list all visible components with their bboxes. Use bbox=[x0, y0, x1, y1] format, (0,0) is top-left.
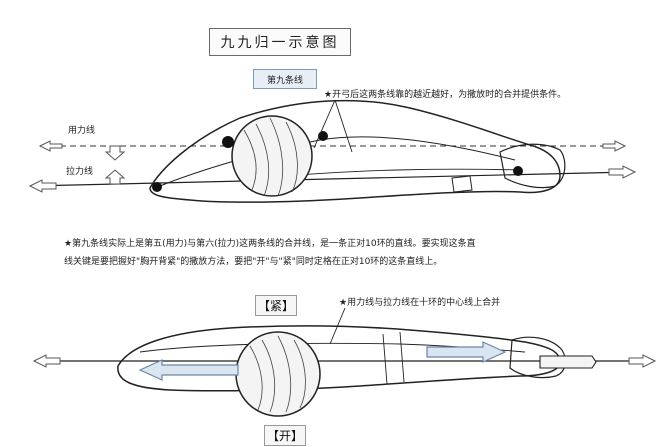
head-bottom bbox=[235, 331, 321, 417]
blue-arrow-left bbox=[138, 359, 239, 381]
hand-sketch bbox=[499, 143, 566, 189]
up-arrow-icon bbox=[104, 169, 126, 185]
dot-left bbox=[152, 182, 162, 192]
ninth-line-label: 第九条线 bbox=[253, 69, 317, 89]
pull-line bbox=[29, 171, 631, 187]
pointer-line-1 bbox=[334, 99, 353, 153]
bottom-right-arrow bbox=[628, 354, 657, 368]
right-arrow-lower bbox=[608, 165, 637, 179]
open-label: 【开】 bbox=[258, 424, 312, 446]
lower-arm-line bbox=[299, 168, 521, 176]
bottom-left-arrow bbox=[32, 354, 61, 368]
diagram-title: 九九归一示意图 bbox=[209, 28, 351, 56]
left-arrow-upper bbox=[38, 140, 63, 152]
dot-mid-1 bbox=[222, 136, 234, 148]
head-top bbox=[231, 115, 313, 197]
down-arrow-icon bbox=[104, 145, 126, 161]
bottom-pointer-line bbox=[329, 307, 346, 345]
open-label-text: 【开】 bbox=[263, 424, 306, 446]
dot-right bbox=[513, 166, 523, 176]
bottom-annotation: ★用力线与拉力线在十环的中心线上合并 bbox=[339, 298, 501, 308]
bottom-arm-outline bbox=[117, 325, 561, 392]
force-line-label: 用力线 bbox=[68, 126, 96, 136]
pointer-line-2 bbox=[313, 99, 336, 149]
right-arrow-upper bbox=[602, 140, 627, 152]
tight-label-text: 【紧】 bbox=[254, 294, 297, 316]
explanation-line-2: 线关键是要把握好"胸开背紧"的撒放方法，要把"开"与"紧"同时定格在正对10环的… bbox=[64, 257, 443, 267]
top-annotation: ★开弓后这两条线靠的越近越好，为撒放时的合并提供条件。 bbox=[324, 90, 567, 100]
left-arrow-lower bbox=[28, 179, 57, 193]
pull-line-label: 拉力线 bbox=[66, 167, 94, 177]
bottom-archer-figure bbox=[32, 307, 657, 417]
explanation-line-1: ★第九条线实际上是第五(用力)与第六(拉力)这两条线的合并线，是一条正对10环的… bbox=[64, 239, 476, 249]
tight-label: 【紧】 bbox=[246, 294, 306, 316]
arm-outline-top bbox=[149, 99, 561, 203]
blue-arrow-right bbox=[426, 341, 507, 363]
